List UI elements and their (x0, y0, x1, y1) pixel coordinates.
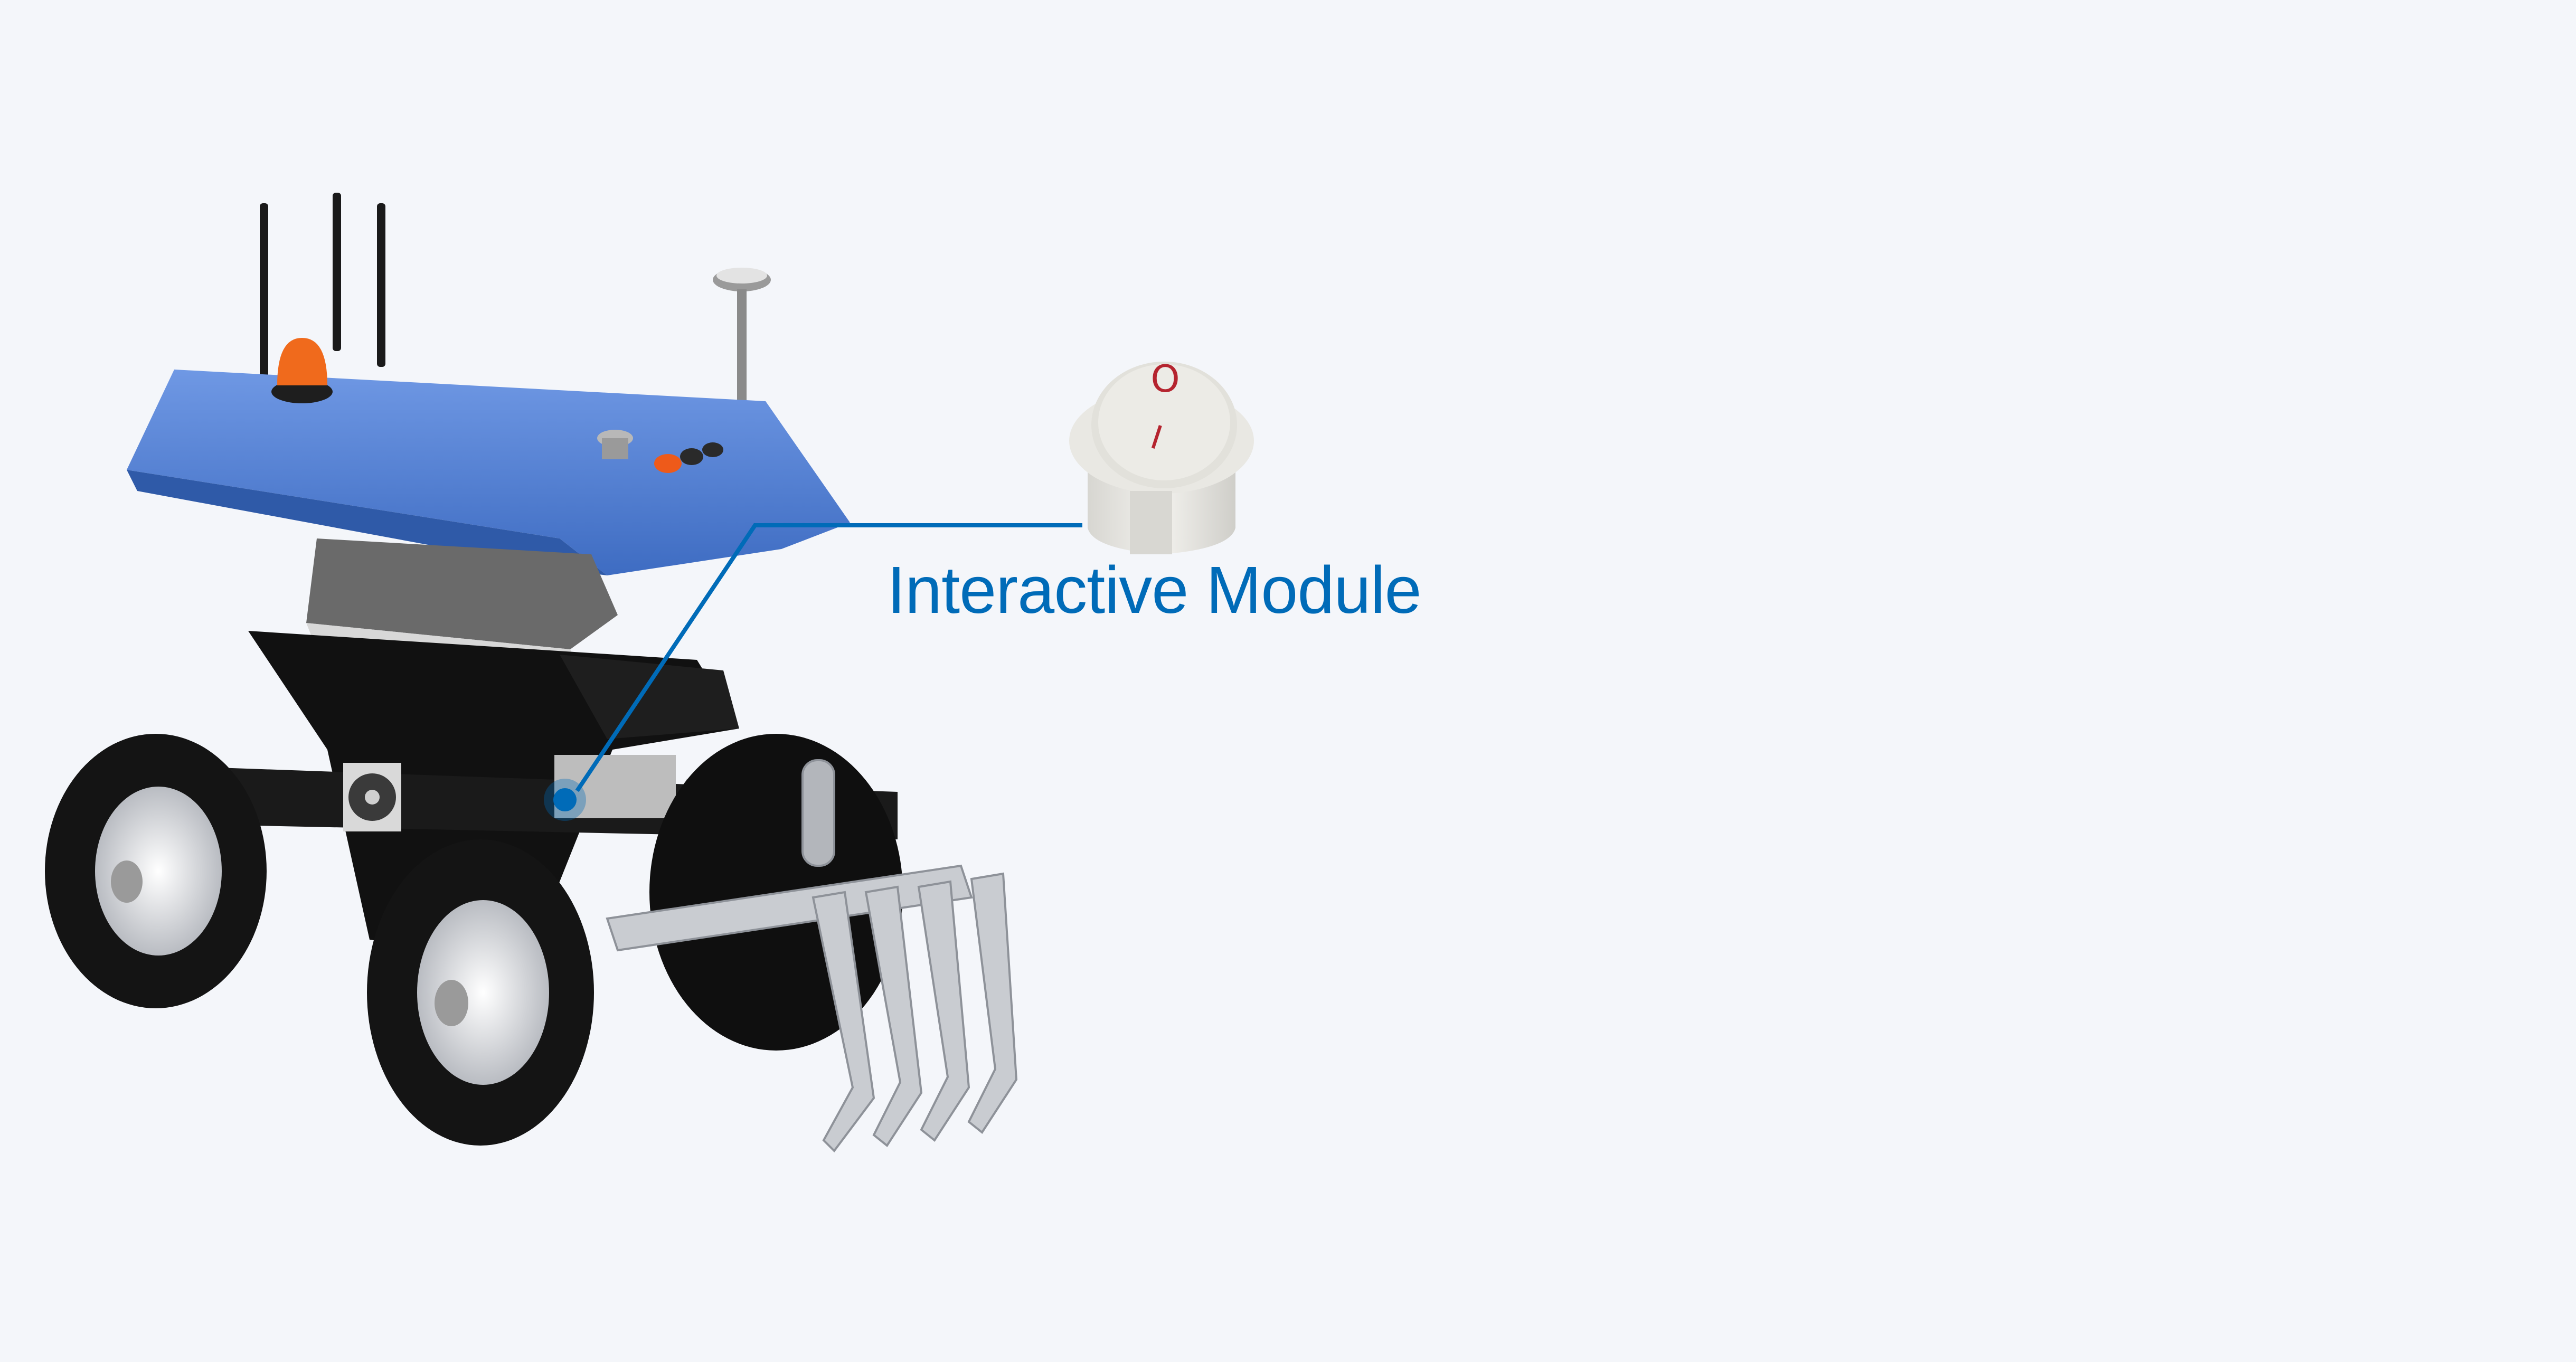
wheel-rear-left (45, 734, 267, 1008)
antenna-icon (260, 193, 385, 377)
warning-beacon-icon (271, 338, 333, 403)
cooling-fan-icon (343, 763, 401, 831)
plate-buttons (597, 430, 723, 473)
callout-leader-line (544, 523, 1082, 821)
rocker-switch-icon: O I (1069, 357, 1254, 554)
switch-off-symbol: O (1150, 357, 1180, 401)
callout-label: Interactive Module (887, 553, 1422, 627)
wheel-front-left (367, 839, 594, 1146)
tiller-tines (606, 759, 1018, 1153)
